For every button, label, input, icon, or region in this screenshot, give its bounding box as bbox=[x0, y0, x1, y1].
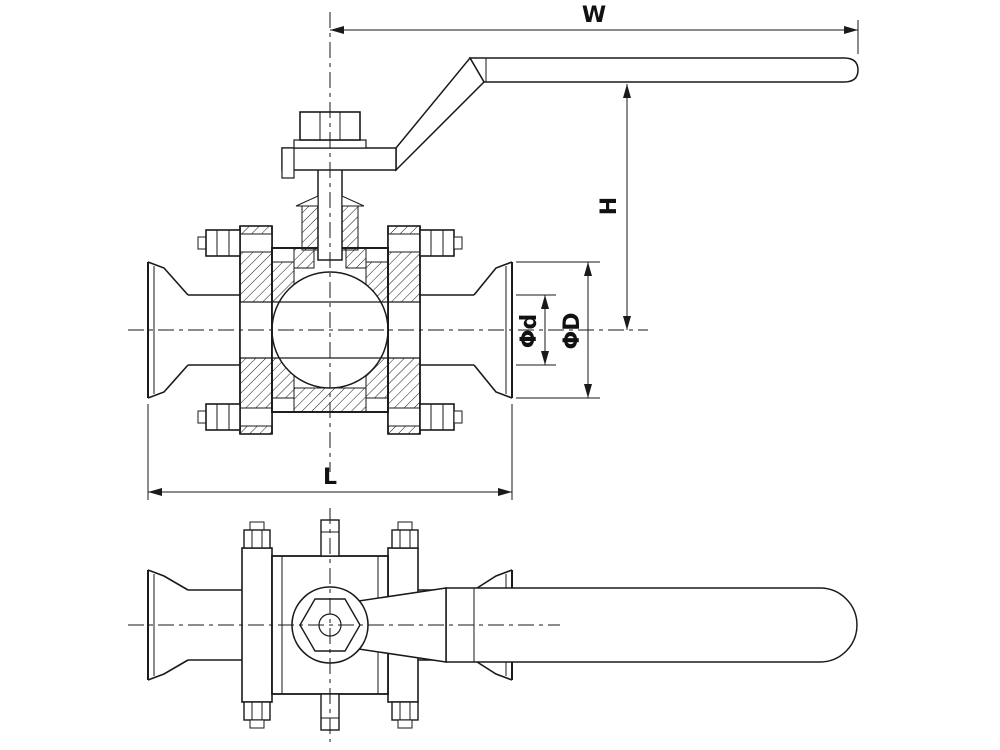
arrowhead bbox=[584, 384, 592, 398]
plan-handle-bar bbox=[445, 587, 858, 663]
plan-left-ferrule bbox=[147, 569, 242, 681]
handle-bar bbox=[468, 57, 859, 83]
handle bbox=[281, 56, 859, 179]
dim-label-phi-D: ΦD bbox=[560, 313, 585, 350]
front-section-view bbox=[128, 12, 859, 472]
arrowhead bbox=[498, 488, 512, 496]
left-ferrule bbox=[147, 261, 189, 399]
arrowhead bbox=[584, 262, 592, 276]
dim-label-H: H bbox=[597, 197, 622, 215]
dim-phi-D: ΦD bbox=[516, 261, 600, 399]
front-centerlines bbox=[128, 12, 648, 472]
handle-plate bbox=[281, 147, 397, 171]
plan-handle bbox=[351, 587, 858, 663]
right-bolts bbox=[419, 229, 463, 431]
left-bolts bbox=[197, 229, 241, 431]
dimension-annotations: W H Φd ΦD L bbox=[147, 3, 859, 500]
plan-centerlines bbox=[128, 508, 560, 742]
dim-L: L bbox=[147, 404, 513, 500]
handle-bend bbox=[395, 56, 485, 172]
dim-H: H bbox=[597, 84, 631, 330]
right-pipe bbox=[420, 294, 474, 366]
plan-view bbox=[128, 508, 858, 742]
arrowhead bbox=[844, 26, 858, 34]
dim-label-W: W bbox=[582, 3, 606, 28]
arrowhead bbox=[541, 295, 549, 309]
dim-W: W bbox=[330, 3, 859, 54]
arrowhead bbox=[623, 316, 631, 330]
arrowhead bbox=[623, 84, 631, 98]
dim-label-L: L bbox=[323, 465, 337, 490]
dim-phi-d: Φd bbox=[516, 294, 556, 366]
dim-label-phi-d: Φd bbox=[517, 314, 542, 348]
arrowhead bbox=[541, 351, 549, 365]
left-pipe bbox=[188, 294, 240, 366]
arrowhead bbox=[148, 488, 162, 496]
arrowhead bbox=[330, 26, 344, 34]
